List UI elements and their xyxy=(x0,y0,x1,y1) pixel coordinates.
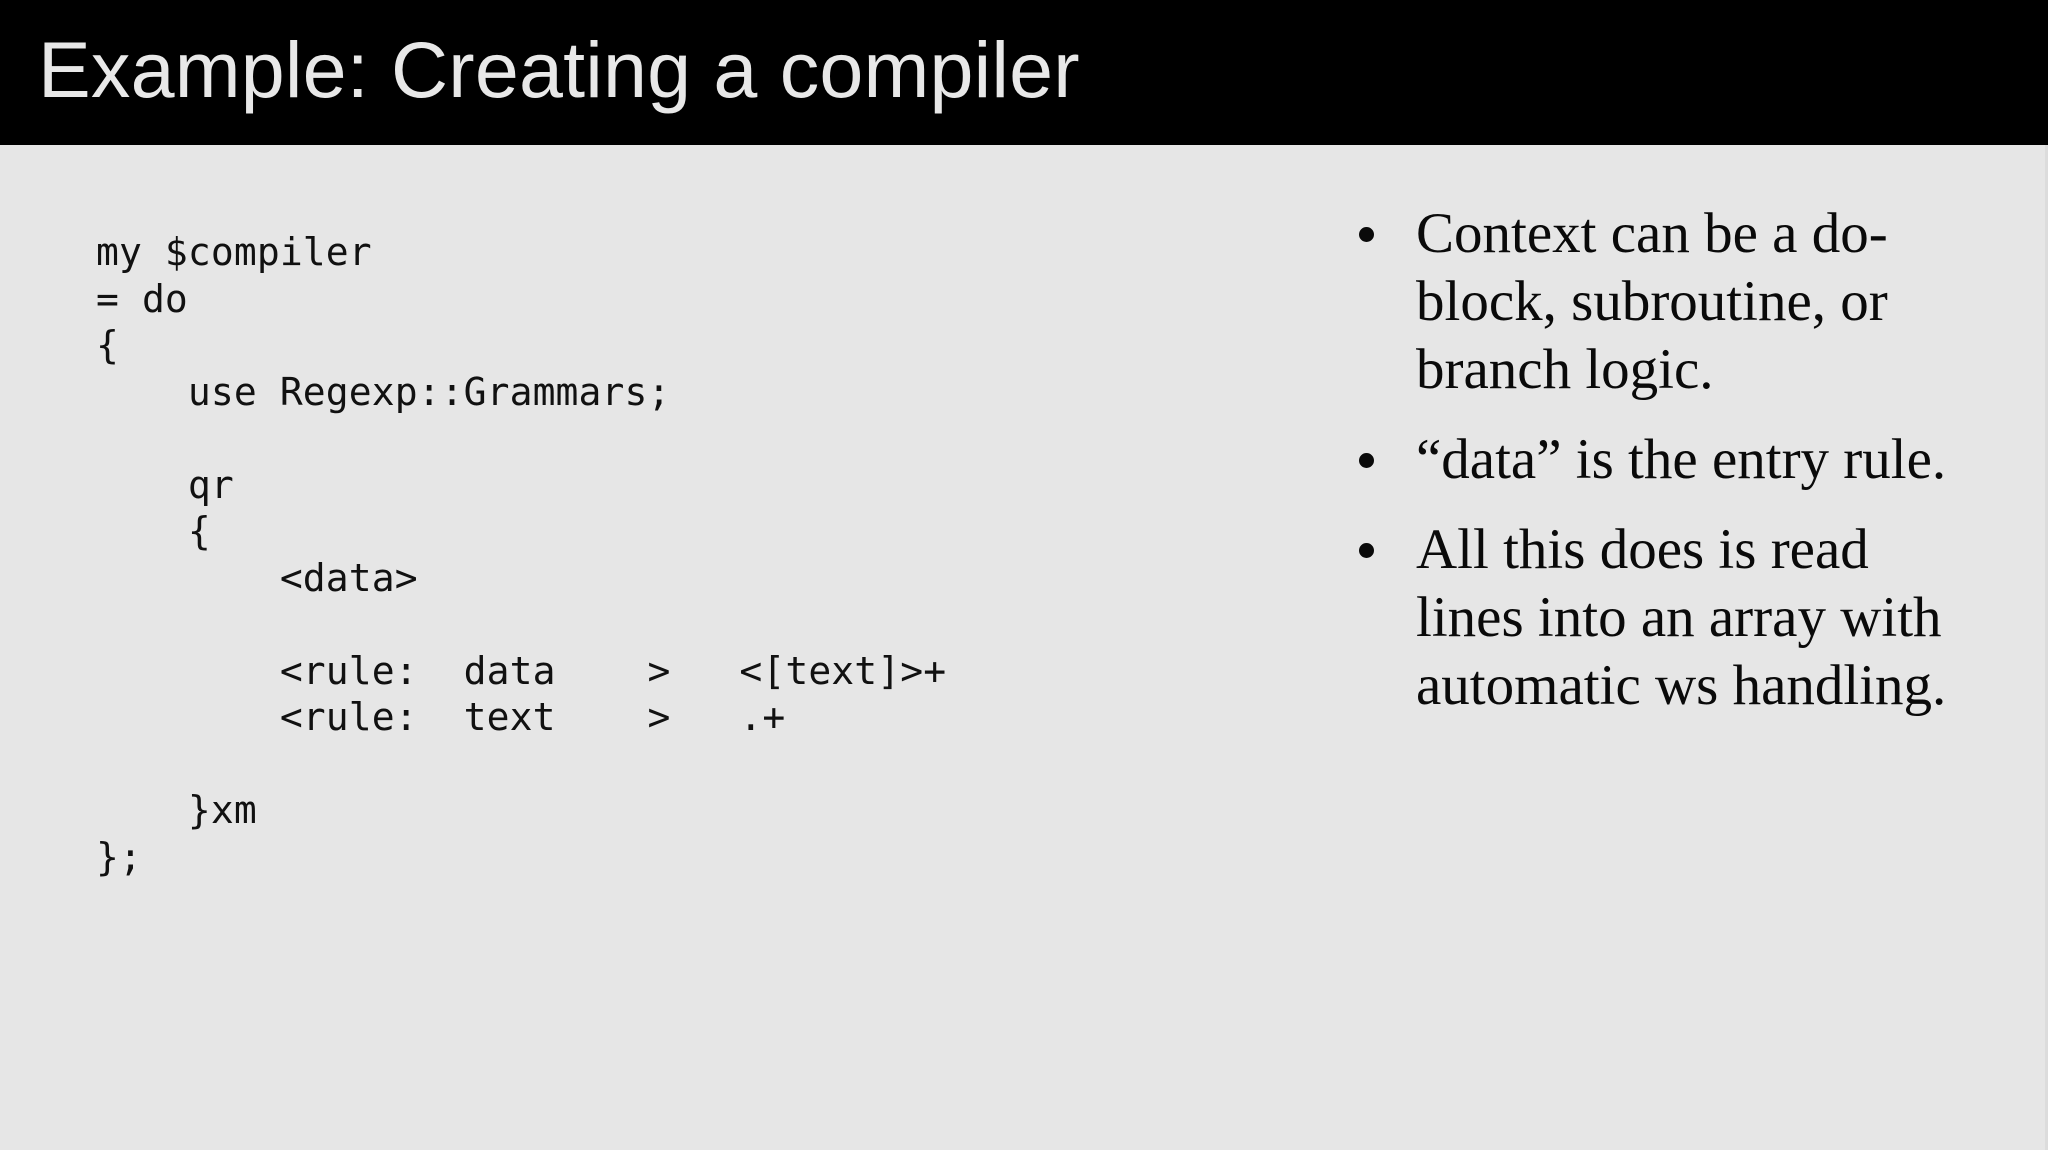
title-bar: Example: Creating a compiler xyxy=(0,0,2048,145)
code-block: my $compiler = do { use Regexp::Grammars… xyxy=(96,230,947,879)
list-item: All this does is read lines into an arra… xyxy=(1336,516,1984,720)
slide-body: my $compiler = do { use Regexp::Grammars… xyxy=(0,145,2048,1150)
list-item-text: Context can be a do-block, subroutine, o… xyxy=(1416,202,1888,401)
bullet-list: Context can be a do-block, subroutine, o… xyxy=(1336,200,1984,742)
list-item: “data” is the entry rule. xyxy=(1336,426,1984,494)
bullet-dot-icon xyxy=(1359,543,1374,558)
list-item-text: All this does is read lines into an arra… xyxy=(1416,518,1947,717)
page-title: Example: Creating a compiler xyxy=(38,25,1080,114)
bullet-dot-icon xyxy=(1359,453,1374,468)
list-item-text: “data” is the entry rule. xyxy=(1416,428,1947,491)
bullet-dot-icon xyxy=(1359,227,1374,242)
list-item: Context can be a do-block, subroutine, o… xyxy=(1336,200,1984,404)
